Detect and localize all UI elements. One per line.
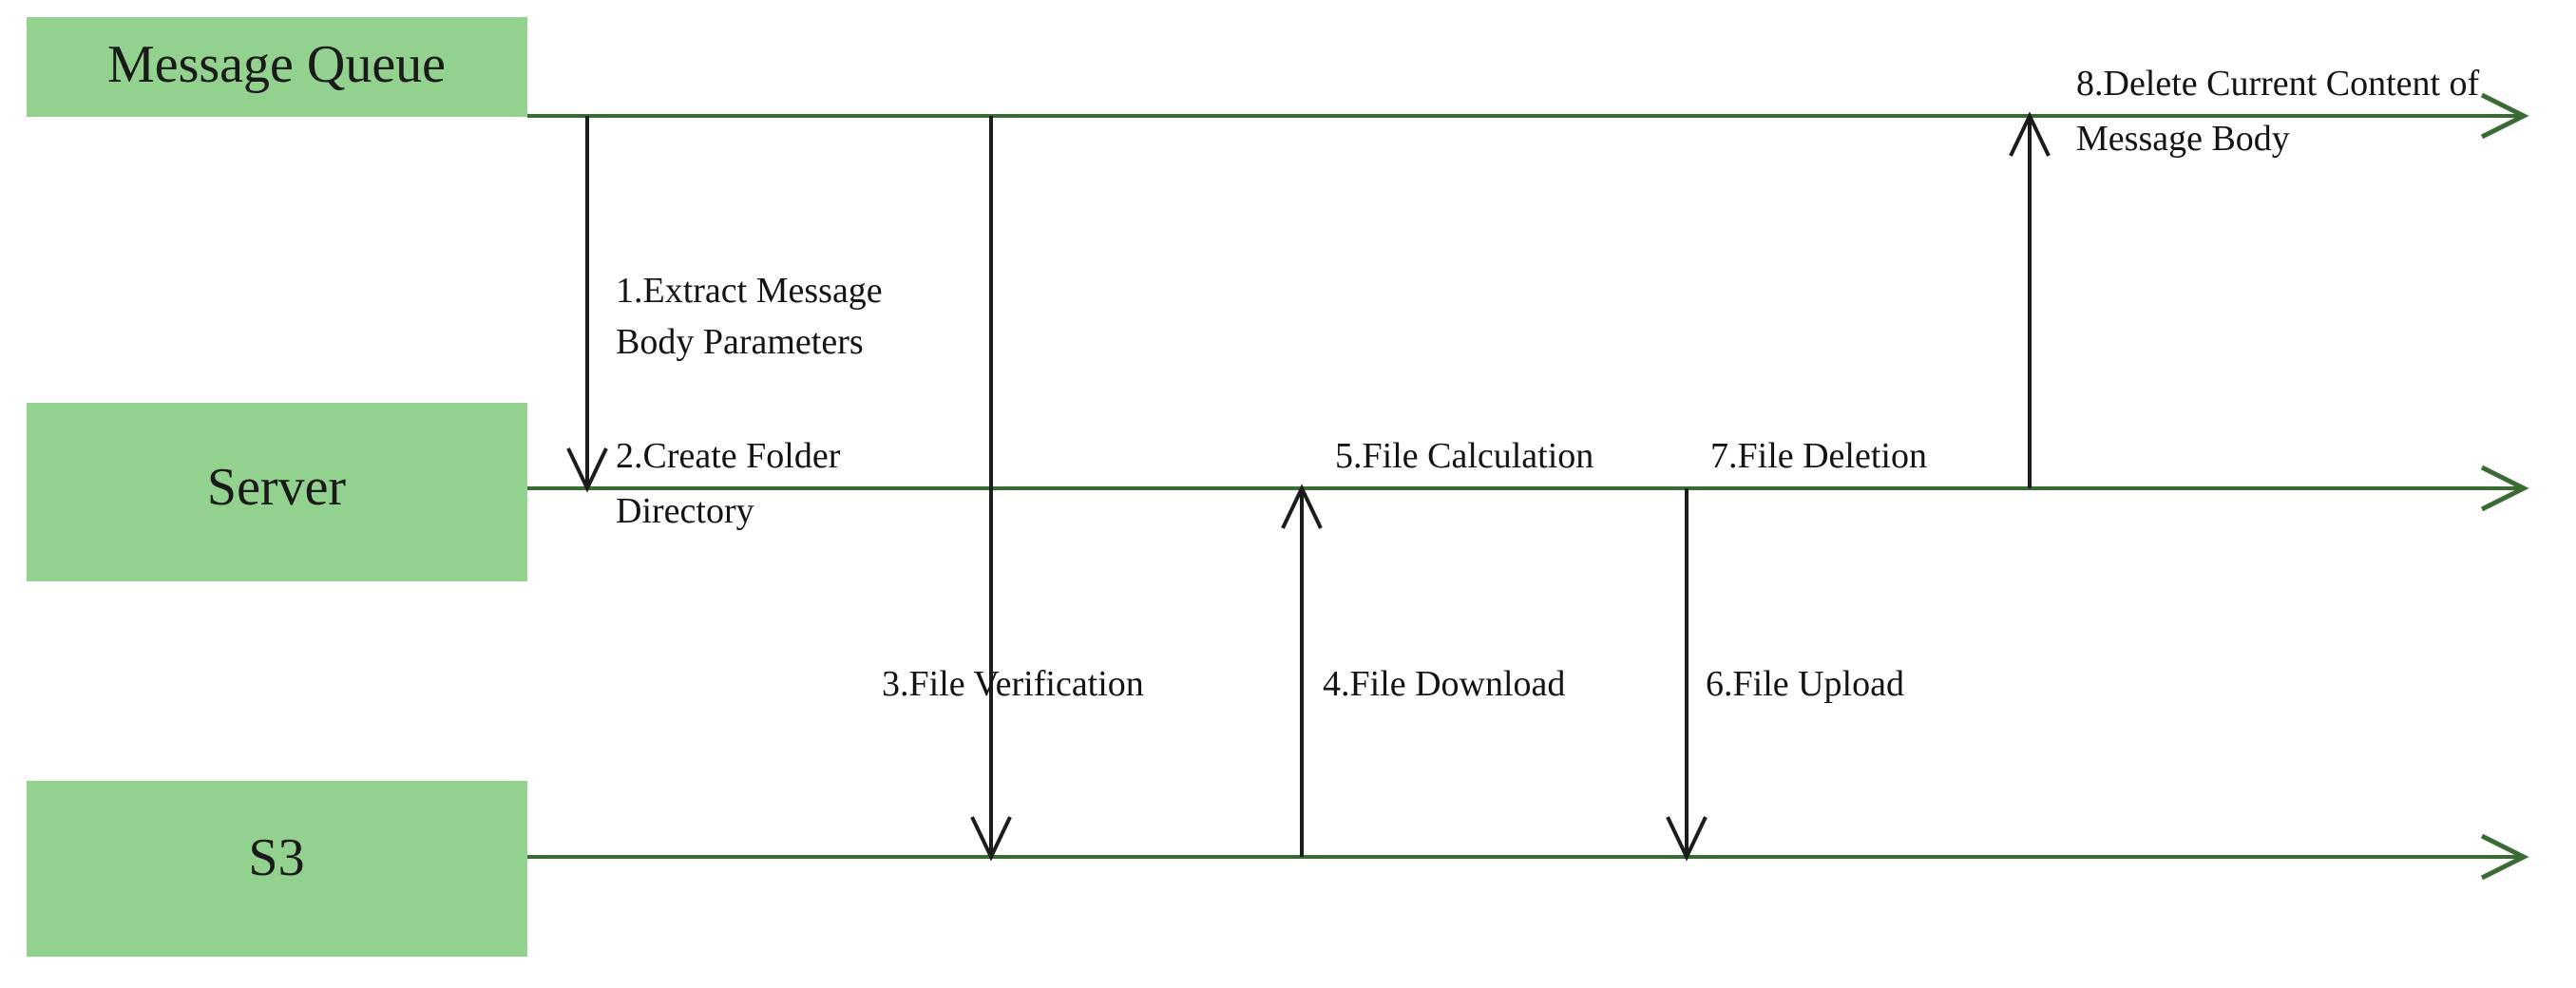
actor-box-message-queue-label: Message Queue [107, 35, 446, 94]
message-arrow-6-arrowhead [1666, 816, 1708, 862]
actor-box-s3[interactable]: S3 [27, 781, 527, 957]
message-label-3-line1: 3.File Verification [882, 664, 1144, 704]
message-label-7-line1: 7.File Deletion [1710, 436, 1927, 476]
message-label-4-line1: 4.File Download [1323, 664, 1565, 704]
message-label-1-line2: Body Parameters [616, 322, 864, 362]
message-arrow-4-arrowhead [1281, 484, 1323, 529]
actor-box-message-queue[interactable]: Message Queue [27, 17, 527, 117]
message-arrow-3-mq-to-s3 [970, 116, 1012, 862]
message-label-1-line1: 1.Extract Message [616, 271, 883, 311]
message-arrow-1-arrowhead [566, 447, 608, 493]
lifeline-s3 [527, 833, 2529, 881]
message-arrow-4-s3-to-server [1281, 484, 1323, 857]
actor-box-message-queue-rect [27, 17, 527, 117]
lifeline-s3-arrowhead [2480, 833, 2529, 881]
lifeline-message-queue [527, 92, 2529, 140]
message-arrow-3-arrowhead [970, 816, 1012, 862]
lifeline-server-arrowhead [2480, 465, 2529, 512]
message-label-7: 7.File Deletion [1710, 436, 1927, 476]
actor-box-s3-rect [27, 781, 527, 957]
actor-box-server-label: Server [207, 458, 347, 517]
message-arrow-6-server-to-s3 [1666, 488, 1708, 862]
message-arrow-7-arrowhead [2009, 111, 2051, 157]
message-arrow-7-server-to-mq [2009, 111, 2051, 488]
actor-box-server-rect [27, 403, 527, 581]
actor-box-server[interactable]: Server [27, 403, 527, 581]
actor-box-s3-label: S3 [248, 828, 304, 887]
message-label-8-line2: Message Body [2076, 119, 2290, 159]
message-label-3: 3.File Verification [882, 664, 1144, 704]
lifeline-message-queue-arrowhead [2480, 92, 2529, 140]
lifeline-server [527, 465, 2529, 512]
message-label-8-line1: 8.Delete Current Content of [2076, 64, 2480, 104]
message-label-2-line2: Directory [616, 491, 754, 531]
message-label-5: 5.File Calculation [1335, 436, 1593, 476]
message-label-6-line1: 6.File Upload [1706, 664, 1904, 704]
message-label-5-line1: 5.File Calculation [1335, 436, 1593, 476]
message-label-8: 8.Delete Current Content of Message Body [2076, 64, 2480, 159]
message-label-6: 6.File Upload [1706, 664, 1904, 704]
message-label-2-line1: 2.Create Folder [616, 436, 841, 476]
message-label-4: 4.File Download [1323, 664, 1565, 704]
message-label-1: 1.Extract Message Body Parameters [616, 271, 883, 362]
message-arrow-1-2-mq-to-server [566, 116, 608, 493]
message-label-2: 2.Create Folder Directory [616, 436, 841, 531]
